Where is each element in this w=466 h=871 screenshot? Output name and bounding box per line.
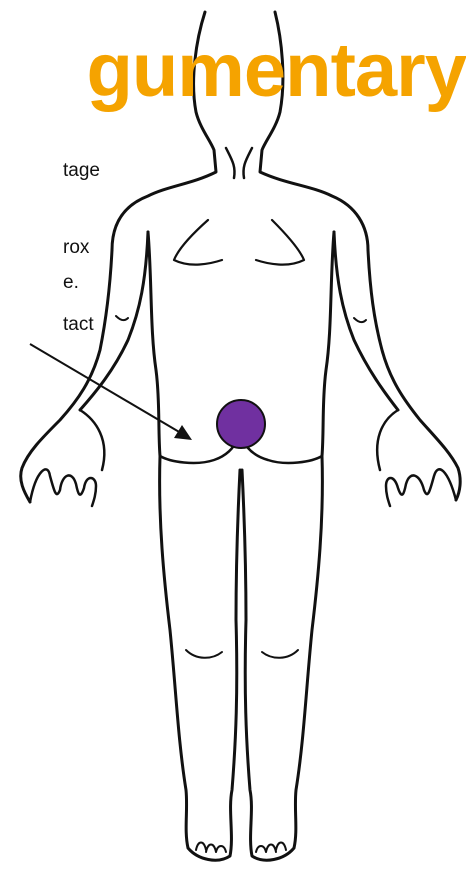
note-line-2: rox: [63, 237, 89, 259]
torso-outline: [148, 232, 160, 456]
right-arm-outline: [368, 250, 460, 500]
slide-title: gumentary: [0, 26, 466, 116]
lesion-marker: [217, 400, 265, 448]
note-line-3: e.: [63, 272, 79, 294]
note-line-1: tage: [63, 160, 100, 182]
note-line-4: tact: [63, 314, 94, 336]
